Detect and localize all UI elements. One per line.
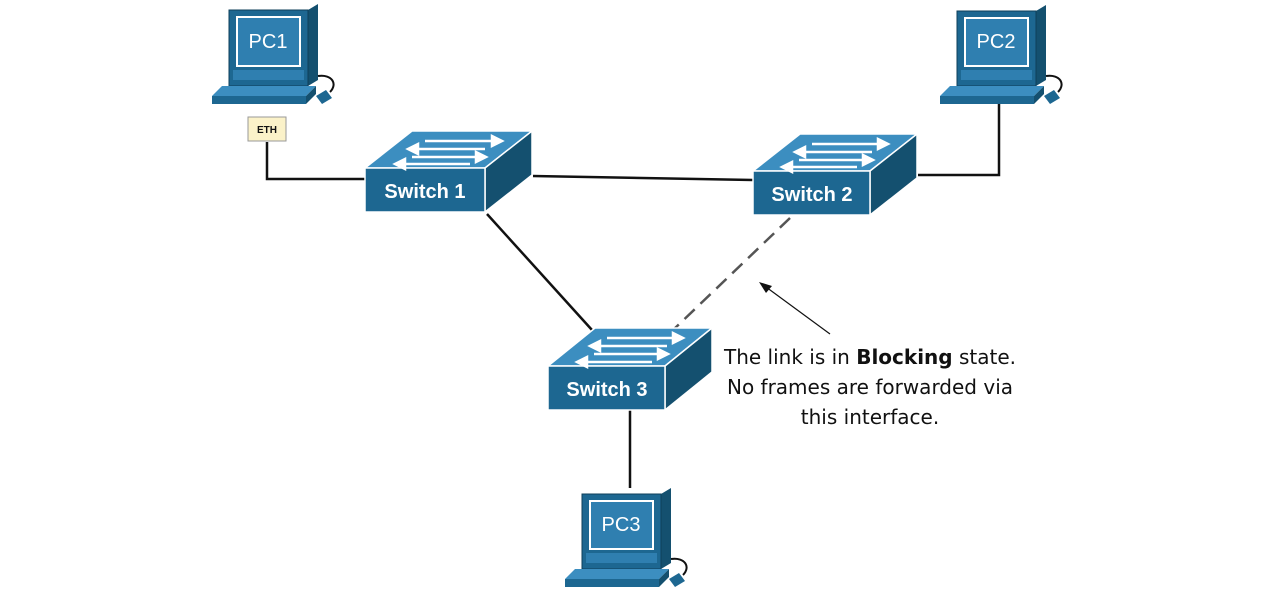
computer-icon: [940, 5, 1063, 104]
switch-2-label: Switch 2: [771, 184, 852, 206]
switch-3[interactable]: Switch 3: [545, 326, 715, 412]
pc-2[interactable]: PC2: [940, 5, 1063, 104]
computer-icon: [565, 488, 688, 587]
annotation-line-3: this interface.: [800, 405, 940, 429]
links: [265, 103, 1001, 488]
pc-1[interactable]: PC1 ETH: [212, 4, 335, 142]
switch-1-label: Switch 1: [384, 181, 465, 203]
switch-1[interactable]: Switch 1: [362, 129, 535, 214]
switch-1-front: [364, 167, 486, 213]
switch-3-front: [547, 365, 666, 411]
eth-interface-tag: ETH: [247, 116, 287, 142]
link-switch1-switch2: [532, 174, 754, 182]
switch-2[interactable]: Switch 2: [750, 132, 920, 217]
switch-arrows-icon: [574, 330, 686, 370]
pc-3-label: PC3: [602, 514, 641, 536]
annotation-line-1: The link is in Blocking state.: [723, 345, 1016, 369]
computer-icon: [212, 4, 335, 104]
switch-2-front: [752, 170, 871, 216]
pc-1-label: PC1: [249, 31, 288, 53]
blocking-keyword: Blocking: [856, 345, 953, 369]
blocking-annotation: The link is in Blocking state. No frames…: [700, 342, 1040, 432]
pc-2-label: PC2: [977, 31, 1016, 53]
link-switch2-switch3-blocking: [671, 217, 791, 332]
switch-arrows-icon: [779, 136, 891, 175]
link-pc2-switch2: [918, 103, 1001, 177]
switch-arrows-icon: [392, 133, 505, 172]
link-switch1-switch3: [486, 213, 593, 331]
switch-3-label: Switch 3: [566, 379, 647, 401]
pc-3[interactable]: PC3: [565, 488, 688, 587]
eth-tag-label: ETH: [257, 125, 277, 136]
link-pc1-switch1: [265, 142, 365, 181]
annotation-arrow: [759, 282, 831, 335]
annotation-line-2: No frames are forwarded via: [726, 375, 1014, 399]
